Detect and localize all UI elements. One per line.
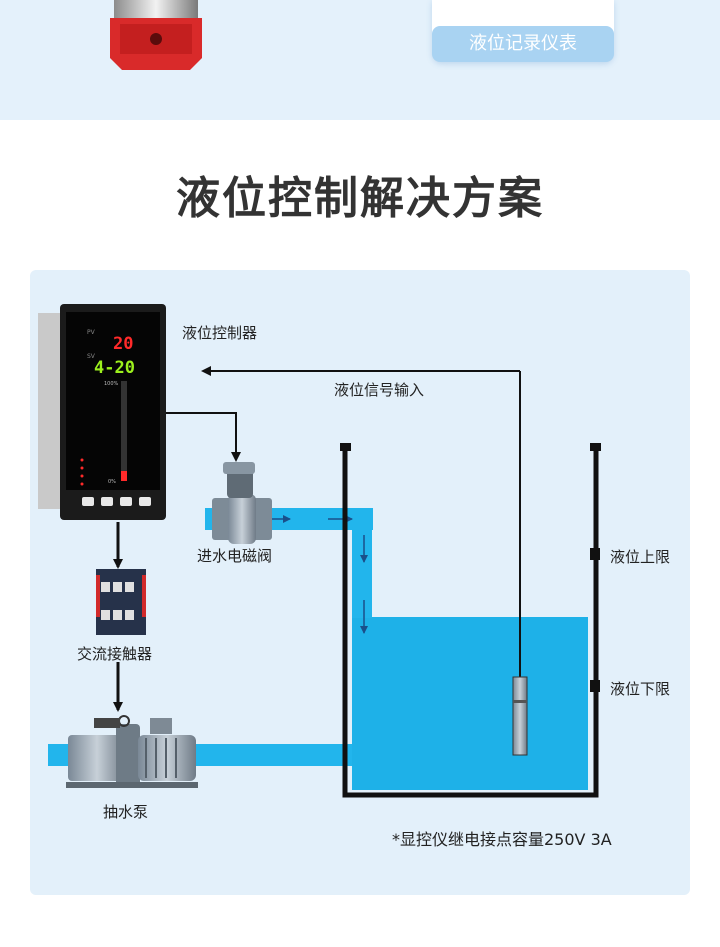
relay-capacity-note: *显控仪继电接点容量250V 3A bbox=[392, 830, 612, 849]
pump-label: 抽水泵 bbox=[103, 803, 149, 821]
ac-contactor-device bbox=[96, 569, 146, 635]
svg-text:4-20: 4-20 bbox=[94, 358, 135, 378]
level-sensor-image bbox=[110, 0, 202, 70]
svg-text:100%: 100% bbox=[104, 381, 119, 387]
level-probe bbox=[512, 676, 528, 756]
level-controller-device: PV 20 SV 4-20 100% 0% bbox=[38, 304, 166, 520]
solenoid-valve-device bbox=[212, 462, 272, 544]
inlet-pipe-drop bbox=[352, 508, 372, 618]
water-pump-device bbox=[66, 715, 198, 788]
svg-text:20: 20 bbox=[113, 334, 133, 354]
water-tank bbox=[342, 446, 599, 798]
recorder-label: 液位记录仪表 bbox=[432, 26, 614, 62]
page-title: 液位控制解决方案 bbox=[176, 173, 544, 224]
controller-label: 液位控制器 bbox=[182, 324, 258, 342]
contactor-label: 交流接触器 bbox=[77, 645, 153, 663]
signal-input-label: 液位信号输入 bbox=[334, 381, 425, 399]
lower-limit-marker bbox=[590, 680, 600, 692]
upper-limit-marker bbox=[590, 548, 600, 560]
tank-water bbox=[352, 617, 588, 790]
inlet-valve-label: 进水电磁阀 bbox=[197, 547, 273, 565]
lower-limit-label: 液位下限 bbox=[610, 680, 671, 698]
svg-text:PV: PV bbox=[87, 329, 96, 336]
upper-limit-label: 液位上限 bbox=[610, 548, 671, 566]
svg-text:SV: SV bbox=[87, 353, 96, 360]
svg-text:0%: 0% bbox=[108, 479, 116, 485]
